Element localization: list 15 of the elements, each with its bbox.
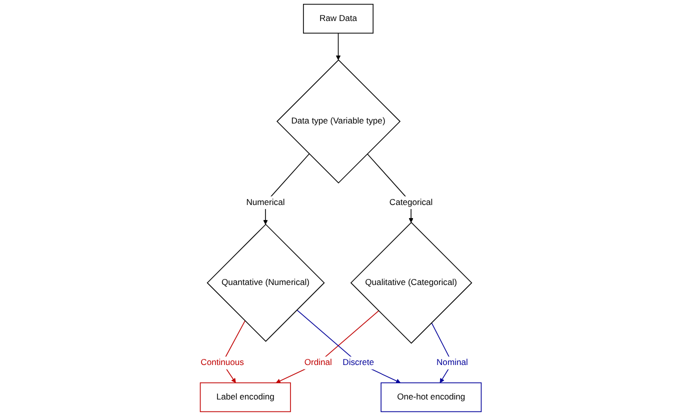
arrow — [276, 310, 380, 384]
edge-label: Categorical — [390, 198, 433, 207]
edge-label: Nominal — [436, 358, 468, 368]
node-diamond: Qualitative (Categorical) — [350, 222, 472, 344]
edge-label: Continuous — [200, 358, 244, 368]
node-box: One-hot encoding — [380, 382, 482, 412]
node-box: Label encoding — [200, 382, 292, 412]
arrow — [296, 310, 401, 384]
node-diamond: Quantative (Numerical) — [206, 224, 325, 342]
edge-label: Numerical — [246, 198, 285, 207]
edge-label: Discrete — [342, 358, 374, 368]
edge-label: Ordinal — [304, 358, 332, 368]
node-diamond: Data type (Variable type) — [276, 59, 401, 184]
node-box: Raw Data — [303, 4, 374, 34]
arrow — [336, 32, 341, 60]
